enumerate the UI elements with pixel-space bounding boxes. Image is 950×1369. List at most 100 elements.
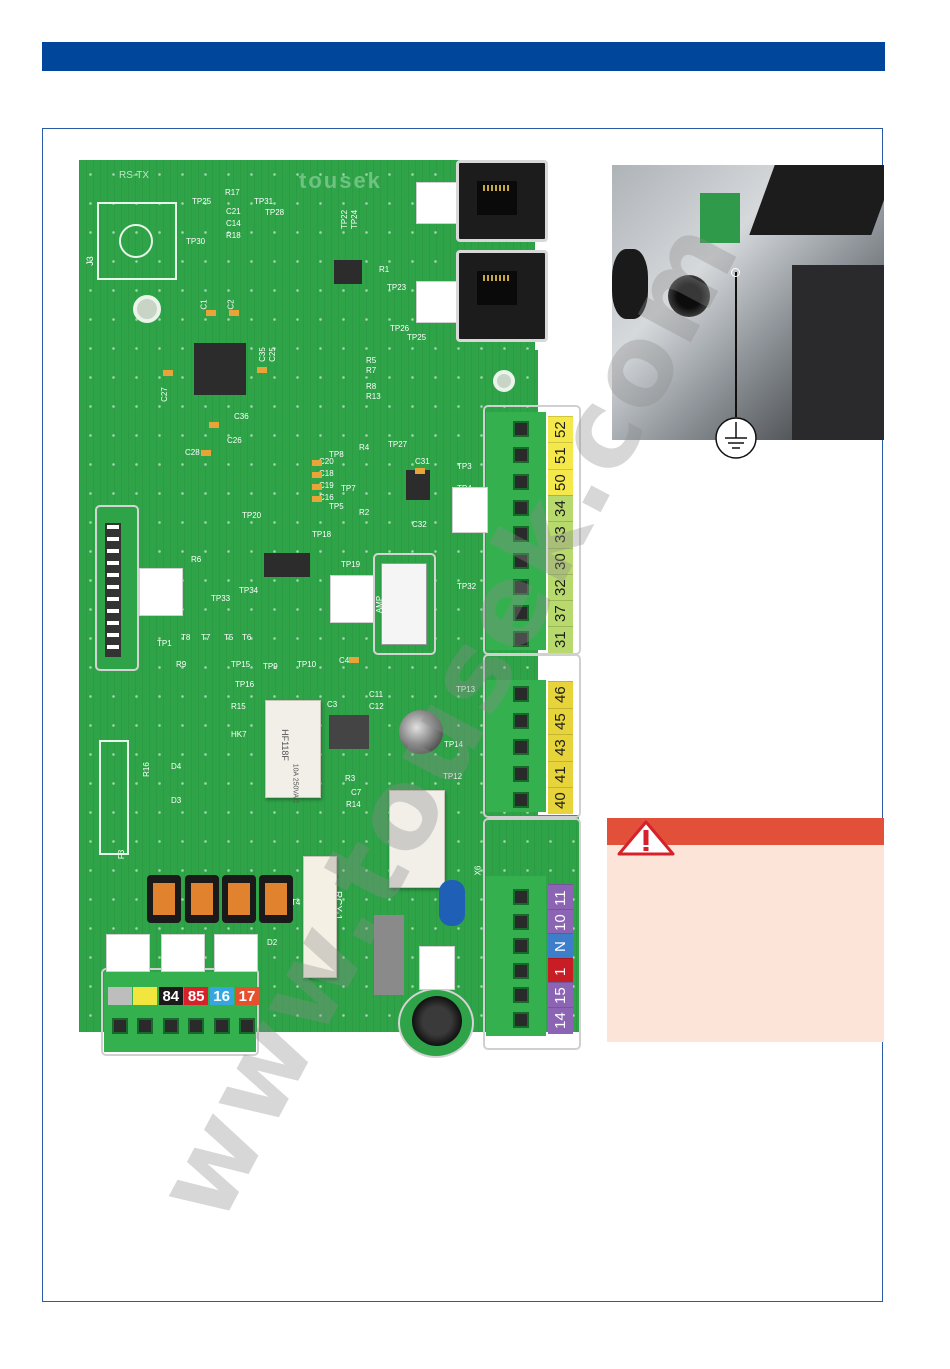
photo-bracket bbox=[792, 265, 884, 440]
terminal-label-bottom-0 bbox=[108, 987, 132, 1005]
terminal-screw bbox=[513, 686, 529, 702]
pcb-label-tp5: TP5 bbox=[329, 502, 344, 511]
terminal-label-50: 50 bbox=[548, 468, 573, 496]
ribbon-connector bbox=[95, 505, 139, 671]
terminal-screw bbox=[112, 1018, 128, 1034]
earth-ground-icon bbox=[715, 417, 757, 459]
pcb-label-tp7: TP7 bbox=[341, 484, 356, 493]
amp-label: AMP bbox=[375, 595, 385, 614]
terminal-label-33: 33 bbox=[548, 521, 573, 549]
pcb-label-r8: R8 bbox=[366, 382, 377, 391]
pcb-label-tp31: TP31 bbox=[254, 197, 274, 206]
pcb-label-c32: C32 bbox=[412, 520, 427, 529]
terminal-label-52: 52 bbox=[548, 416, 573, 443]
amp-connector bbox=[373, 553, 436, 655]
pcb-label-c2: C2 bbox=[226, 299, 236, 310]
terminal-screw bbox=[513, 447, 529, 464]
pcb-label-r2: R2 bbox=[359, 508, 370, 517]
earth-connection-photo bbox=[612, 165, 884, 440]
pcb-label-d3: D3 bbox=[171, 796, 182, 805]
terminal-screw bbox=[513, 1011, 529, 1028]
terminal-label-46: 46 bbox=[548, 681, 573, 708]
pcb-label-c26: C26 bbox=[227, 436, 242, 445]
callout-box bbox=[161, 934, 205, 972]
pcb-label-x6: X6 bbox=[473, 865, 483, 876]
smd-component bbox=[312, 484, 322, 490]
pcb-label-c28: C28 bbox=[185, 448, 200, 457]
terminal-label-11: 11 bbox=[548, 884, 573, 911]
pcb-label-r13: R13 bbox=[366, 392, 381, 401]
terminal-screw bbox=[513, 889, 529, 905]
smd-component bbox=[163, 370, 173, 376]
terminal-screw bbox=[513, 938, 529, 954]
pcb-label-d2: D2 bbox=[267, 938, 278, 947]
electrolytic-capacitor bbox=[399, 710, 443, 754]
pcb-label-tp16: TP16 bbox=[235, 680, 255, 689]
pcb-label-d4: D4 bbox=[171, 762, 182, 771]
pcb-label-c31: C31 bbox=[415, 457, 430, 466]
smd-component bbox=[229, 310, 239, 316]
relay-model-label: HF118F bbox=[279, 729, 290, 761]
terminal-screw bbox=[137, 1018, 154, 1034]
smd-component bbox=[349, 657, 359, 663]
callout-box bbox=[416, 182, 458, 224]
microcontroller-chip bbox=[194, 343, 246, 395]
callout-box bbox=[419, 946, 455, 990]
pcb-label-r7: R7 bbox=[366, 366, 377, 375]
pcb-label-tp27: TP27 bbox=[388, 440, 408, 449]
pcb-label-c19: C19 bbox=[319, 481, 334, 490]
j3-connector bbox=[97, 202, 177, 280]
fuse-holder bbox=[398, 988, 474, 1058]
photo-grommet bbox=[668, 275, 710, 317]
terminal-screw bbox=[513, 765, 529, 782]
terminal-screw bbox=[513, 962, 529, 979]
callout-box bbox=[139, 568, 183, 616]
pcb-label-r3: R3 bbox=[345, 774, 356, 783]
pcb-label-tp32: TP32 bbox=[457, 582, 477, 591]
terminal-block-frame bbox=[483, 818, 581, 1050]
pcb-label-c36: C36 bbox=[234, 412, 249, 421]
smd-component bbox=[312, 472, 322, 478]
pcb-label-t4: T4 bbox=[291, 898, 301, 907]
warning-panel bbox=[607, 818, 884, 1042]
terminal-screw bbox=[513, 631, 529, 648]
terminal-label-40: 40 bbox=[548, 787, 573, 814]
terminal-label-1: 1 bbox=[548, 957, 573, 985]
pcb-label-tp24: TP24 bbox=[350, 209, 360, 230]
callout-box bbox=[452, 487, 488, 533]
warning-triangle-icon bbox=[617, 820, 675, 856]
relay bbox=[389, 790, 445, 888]
pcb-label-r6: R6 bbox=[191, 555, 202, 564]
pcb-label-t6: T6 bbox=[242, 633, 252, 642]
terminal-screw bbox=[513, 987, 529, 1003]
mounting-hole bbox=[493, 370, 515, 392]
terminal-screw bbox=[513, 712, 529, 729]
pcb-label-r18: R18 bbox=[226, 231, 241, 240]
smd-component bbox=[415, 468, 425, 474]
pcb-label-tp1: TP1 bbox=[157, 639, 172, 648]
pcb-label-tp25: TP25 bbox=[192, 197, 212, 206]
terminal-label-34: 34 bbox=[548, 494, 573, 522]
photo-knob bbox=[612, 249, 648, 319]
inductor bbox=[185, 875, 219, 923]
terminal-screw bbox=[239, 1018, 255, 1034]
terminal-screw bbox=[213, 1018, 230, 1034]
pcb-label-t8: T8 bbox=[181, 633, 191, 642]
terminal-screw bbox=[513, 421, 529, 437]
pcb-label-r9: R9 bbox=[176, 660, 187, 669]
pcb-label-r5: R5 bbox=[366, 356, 377, 365]
pcb-label-c21: C21 bbox=[226, 207, 241, 216]
terminal-label-32: 32 bbox=[548, 573, 573, 601]
terminal-label-10: 10 bbox=[548, 908, 573, 936]
pcb-label-tp12: TP12 bbox=[443, 772, 463, 781]
pcb-label-r17: R17 bbox=[225, 188, 240, 197]
pcb-label-tp26: TP26 bbox=[390, 324, 410, 333]
terminal-screw bbox=[513, 552, 529, 569]
pcb-label-tp8: TP8 bbox=[329, 450, 344, 459]
pcb-label-c12: C12 bbox=[369, 702, 384, 711]
pcb-label-tp18: TP18 bbox=[312, 530, 332, 539]
y-capacitor bbox=[439, 880, 465, 926]
terminal-label-31: 31 bbox=[548, 626, 573, 654]
ic-chip bbox=[334, 260, 362, 284]
terminal-screw bbox=[513, 605, 529, 622]
